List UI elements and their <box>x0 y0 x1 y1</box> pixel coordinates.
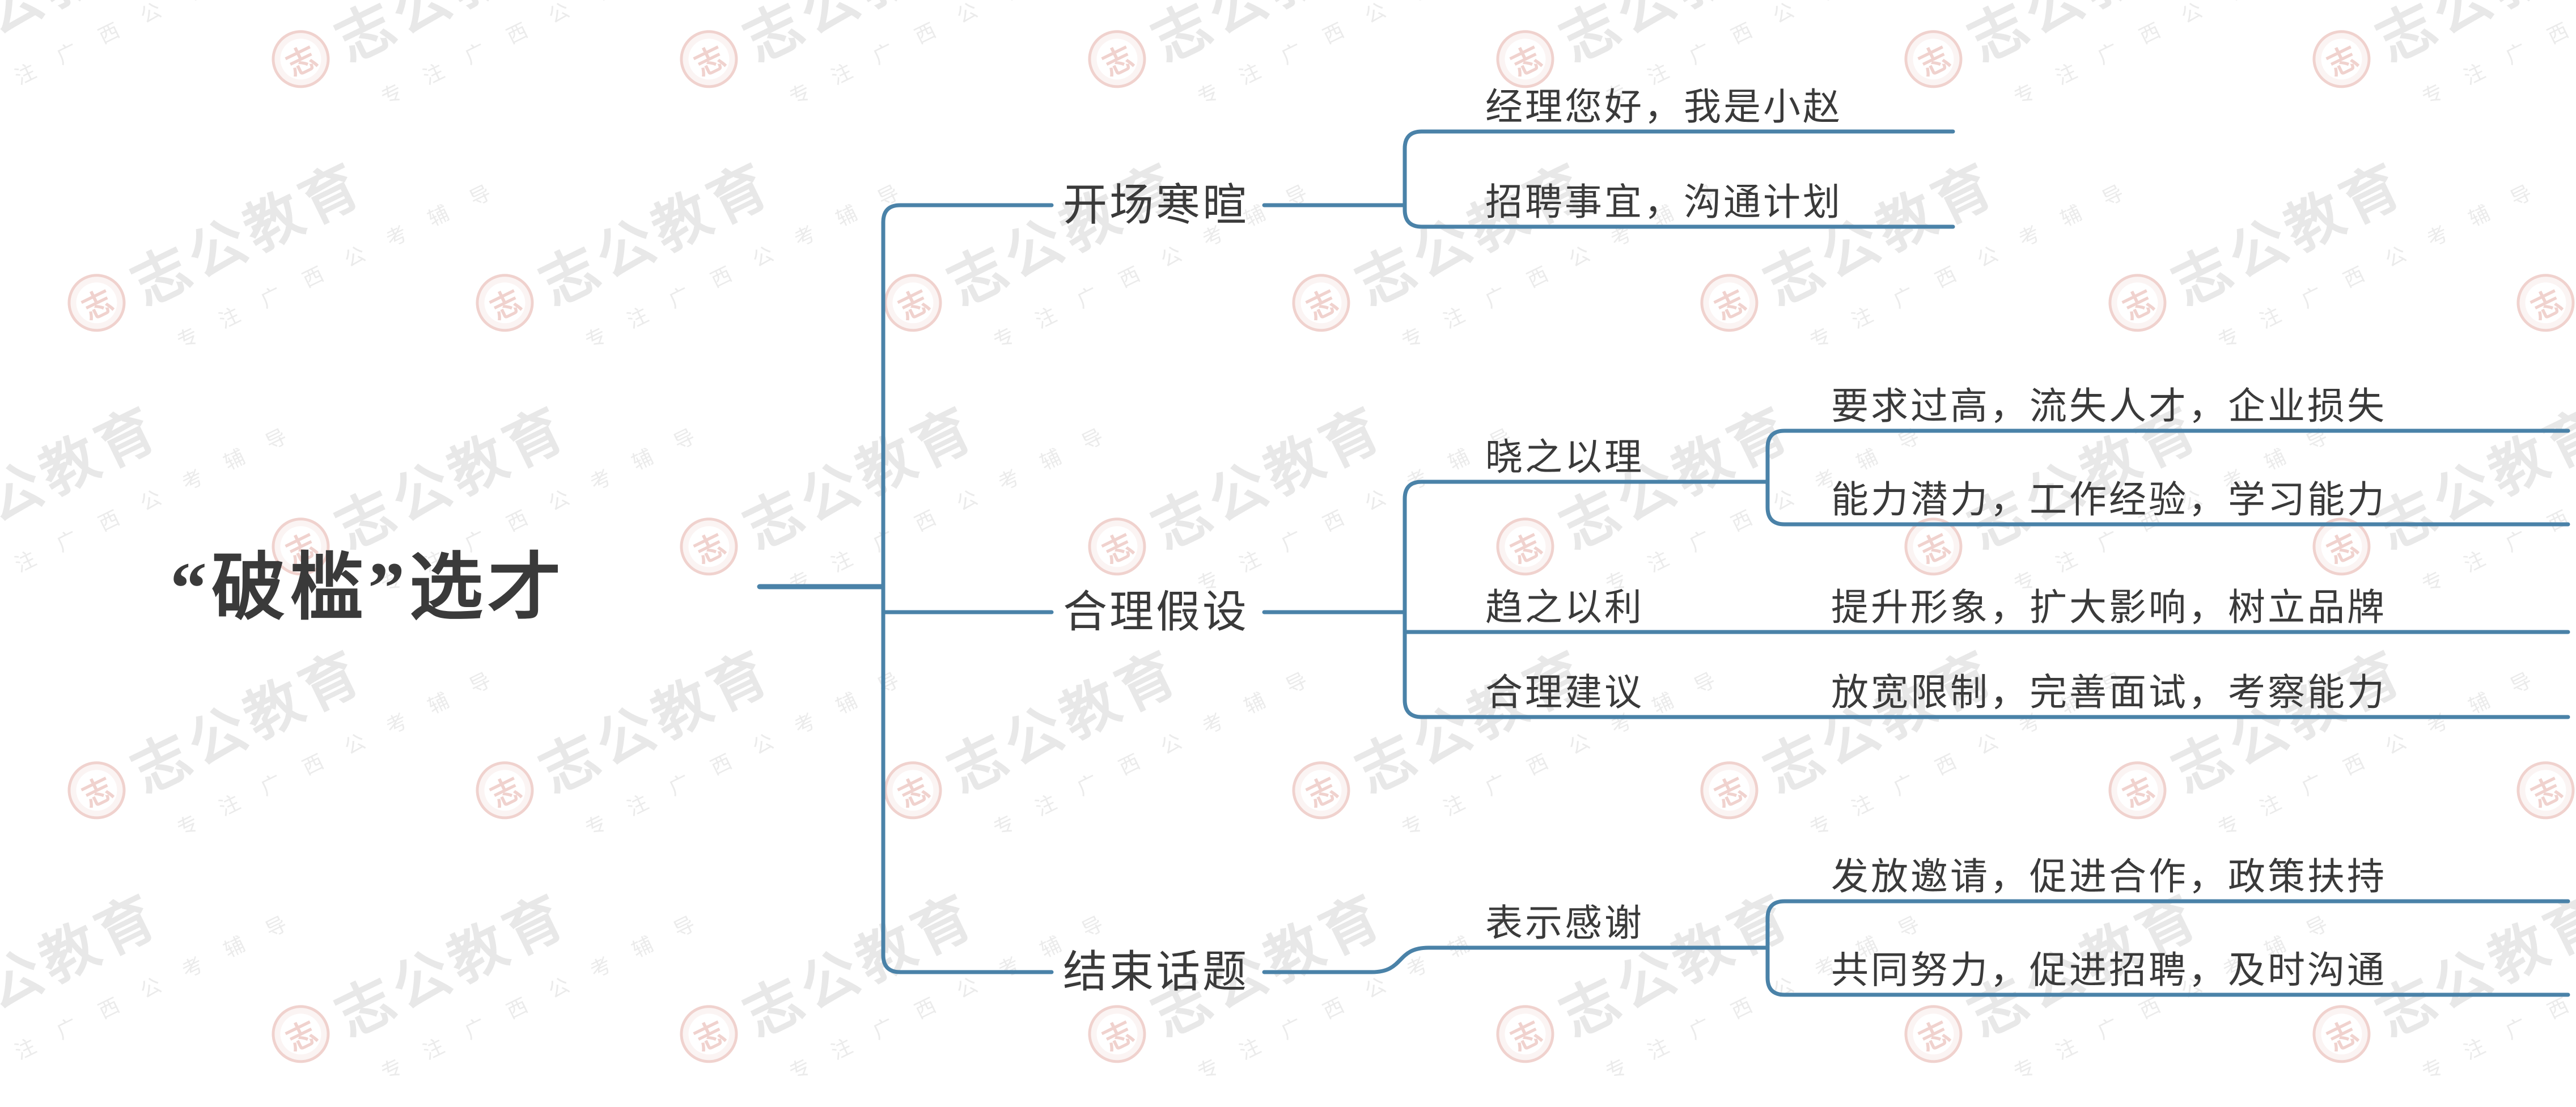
topic-ability-potential[interactable]: 能力潜力，工作经验，学习能力 <box>1831 480 2387 521</box>
connector-branch2-children <box>1403 480 2570 719</box>
connector-main-bracket <box>881 203 1054 974</box>
topic-appeal-to-benefit[interactable]: 趋之以利 <box>1485 587 1644 629</box>
root-topic[interactable]: “破槛”选才 <box>170 548 566 629</box>
topic-greeting-line1[interactable]: 经理您好，我是小赵 <box>1485 87 1842 128</box>
topic-improve-image[interactable]: 提升形象，扩大影响，树立品牌 <box>1831 587 2387 629</box>
topic-greeting-line2[interactable]: 招聘事宜，沟通计划 <box>1485 182 1842 223</box>
connector-biaoshiganxie-children <box>1765 899 2570 997</box>
topic-express-thanks[interactable]: 表示感谢 <box>1485 903 1644 944</box>
topic-send-invitation[interactable]: 发放邀请，促进合作，政策扶持 <box>1831 856 2387 898</box>
connector-branch3 <box>1262 945 1770 974</box>
branch-reasonable-assumption[interactable]: 合理假设 <box>1063 587 1249 637</box>
topic-relax-restrictions[interactable]: 放宽限制，完善面试，考察能力 <box>1831 672 2387 714</box>
branch-opening-greeting[interactable]: 开场寒暄 <box>1063 180 1249 230</box>
branch-closing-topic[interactable]: 结束话题 <box>1063 947 1249 996</box>
topic-high-requirements[interactable]: 要求过高，流失人才，企业损失 <box>1831 386 2387 427</box>
connector-branch1-children <box>1403 129 1955 229</box>
topic-reason-with-logic[interactable]: 晓之以理 <box>1485 437 1644 478</box>
topic-joint-effort[interactable]: 共同努力，促进招聘，及时沟通 <box>1831 950 2387 991</box>
topic-reasonable-suggestion[interactable]: 合理建议 <box>1485 672 1644 714</box>
connector-xiaozhiyili-children <box>1765 429 2570 527</box>
